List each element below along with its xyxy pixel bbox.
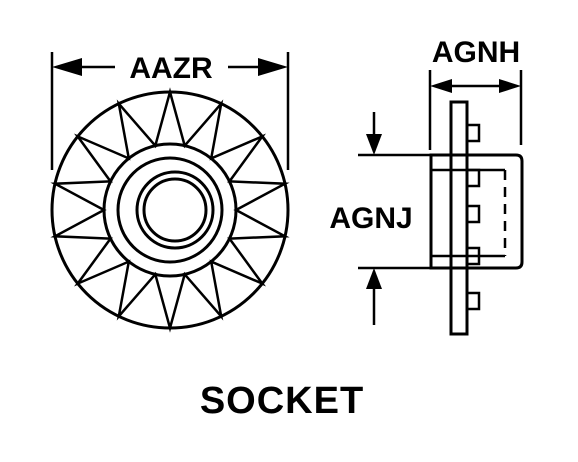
socket-hub-outer <box>102 142 238 278</box>
front-view: AAZR <box>50 52 290 333</box>
socket-outer-rim <box>50 90 290 330</box>
side-view: AGNH AGNJ <box>329 36 524 336</box>
socket-star-pattern <box>50 87 290 333</box>
contact-tab-4 <box>465 246 481 266</box>
height-arrow-top <box>366 134 382 155</box>
diameter-arrow-left <box>52 58 82 76</box>
height-arrow-bottom <box>366 268 382 289</box>
socket-body <box>429 153 524 270</box>
depth-arrow-left <box>430 79 452 93</box>
height-label: AGNJ <box>329 202 412 235</box>
diameter-label: AAZR <box>129 52 213 85</box>
depth-label: AGNH <box>432 36 520 69</box>
socket-bore-outer <box>135 170 215 250</box>
diagram-caption: SOCKET <box>200 380 364 422</box>
contact-tab-5 <box>465 291 481 311</box>
socket-flange <box>449 100 469 336</box>
socket-hub-inner <box>116 156 224 264</box>
depth-arrow-right <box>499 79 521 93</box>
contact-tab-3 <box>465 204 481 224</box>
socket-bore-inner <box>142 177 208 243</box>
contact-tab-1 <box>465 123 481 143</box>
contact-tab-2 <box>465 168 481 188</box>
diameter-arrow-right <box>258 58 288 76</box>
